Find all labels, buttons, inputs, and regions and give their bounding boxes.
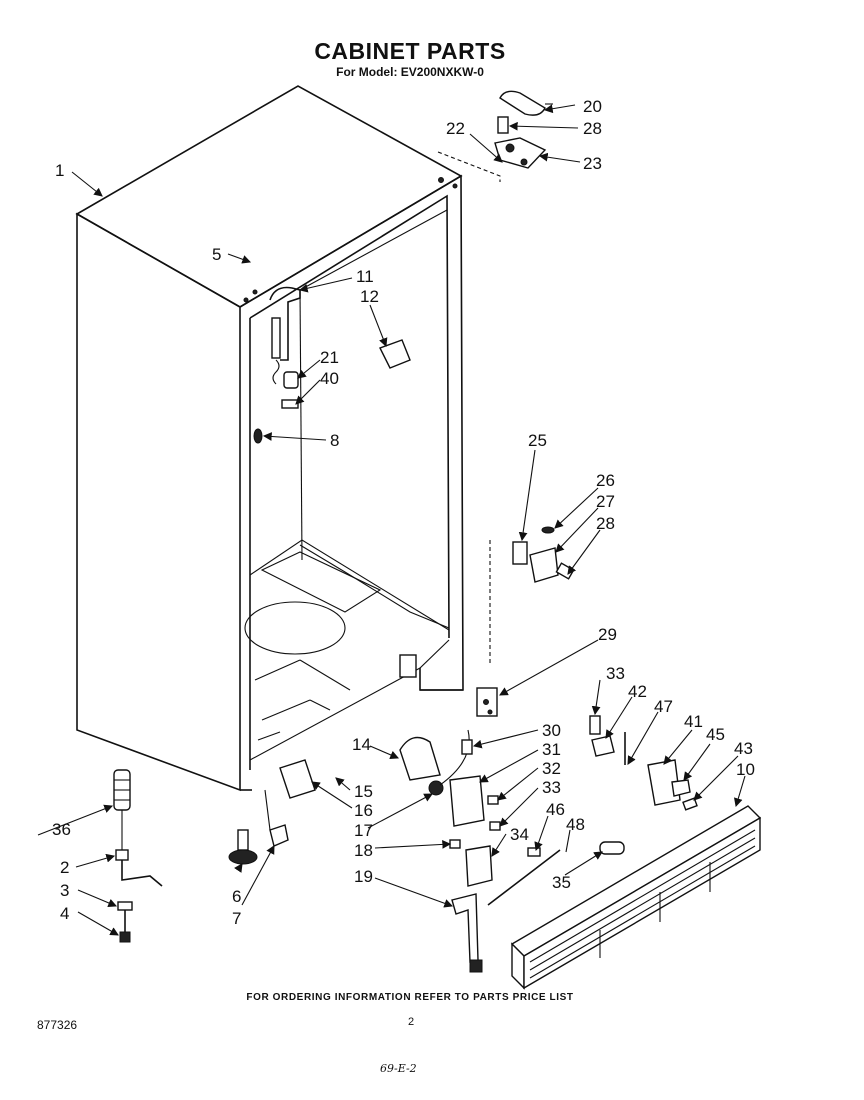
callout-30: 30	[542, 721, 561, 740]
callout-33-mid: 33	[542, 778, 561, 797]
callout-2: 2	[60, 858, 69, 877]
callout-27: 27	[596, 492, 615, 511]
callout-21: 21	[320, 348, 339, 367]
callout-15: 15	[354, 782, 373, 801]
callout-28-top: 28	[583, 119, 602, 138]
callout-20: 20	[583, 97, 602, 116]
callout-6: 6	[232, 887, 241, 906]
model-subtitle: For Model: EV200NXKW-0	[336, 65, 484, 79]
document-code: 877326	[37, 1018, 78, 1032]
callout-1: 1	[55, 161, 64, 180]
callout-18: 18	[354, 841, 373, 860]
callout-31: 31	[542, 740, 561, 759]
callout-11: 11	[356, 267, 374, 286]
callout-3: 3	[60, 881, 69, 900]
interior-fittings	[253, 286, 411, 444]
callout-23: 23	[583, 154, 602, 173]
callout-5: 5	[212, 245, 221, 264]
callout-40: 40	[320, 369, 339, 388]
grille-hardware	[527, 715, 698, 857]
lower-control-parts	[279, 729, 561, 973]
callout-48: 48	[566, 815, 585, 834]
ordering-note: FOR ORDERING INFORMATION REFER TO PARTS …	[246, 992, 574, 1003]
callout-41: 41	[684, 712, 703, 731]
callout-47: 47	[654, 697, 673, 716]
callout-19: 19	[354, 867, 373, 886]
callout-34: 34	[510, 825, 529, 844]
callout-32: 32	[542, 759, 561, 778]
callout-36: 36	[52, 820, 71, 839]
callout-17: 17	[354, 821, 373, 840]
callout-25: 25	[528, 431, 547, 450]
callout-42: 42	[628, 682, 647, 701]
callout-7: 7	[232, 909, 241, 928]
callout-10: 10	[736, 760, 755, 779]
page-number: 2	[408, 1016, 415, 1028]
callout-14: 14	[352, 735, 371, 754]
callout-33-right: 33	[606, 664, 625, 683]
cabinet-body	[75, 85, 464, 792]
callout-8: 8	[330, 431, 339, 450]
callout-4: 4	[60, 904, 69, 923]
handwritten-note: 69-E-2	[380, 1062, 417, 1075]
leveling-leg-assembly	[113, 769, 163, 943]
roller-foot	[228, 789, 289, 865]
leader-lines	[37, 103, 746, 936]
callout-12: 12	[360, 287, 379, 306]
callout-26: 26	[596, 471, 615, 490]
callout-45: 45	[706, 725, 725, 744]
callout-29: 29	[598, 625, 617, 644]
callout-16: 16	[354, 801, 373, 820]
callout-43: 43	[734, 739, 753, 758]
callout-labels: 1 2 3 4 5 6 7 8 10 11 12 14 15 16 17 18 …	[52, 97, 755, 928]
callout-28-mid: 28	[596, 514, 615, 533]
callout-35: 35	[552, 873, 571, 892]
lower-hinge-assembly	[476, 526, 575, 717]
callout-46: 46	[546, 800, 565, 819]
base-grille	[510, 805, 762, 990]
diagram-title: CABINET PARTS	[314, 38, 506, 64]
callout-22: 22	[446, 119, 465, 138]
